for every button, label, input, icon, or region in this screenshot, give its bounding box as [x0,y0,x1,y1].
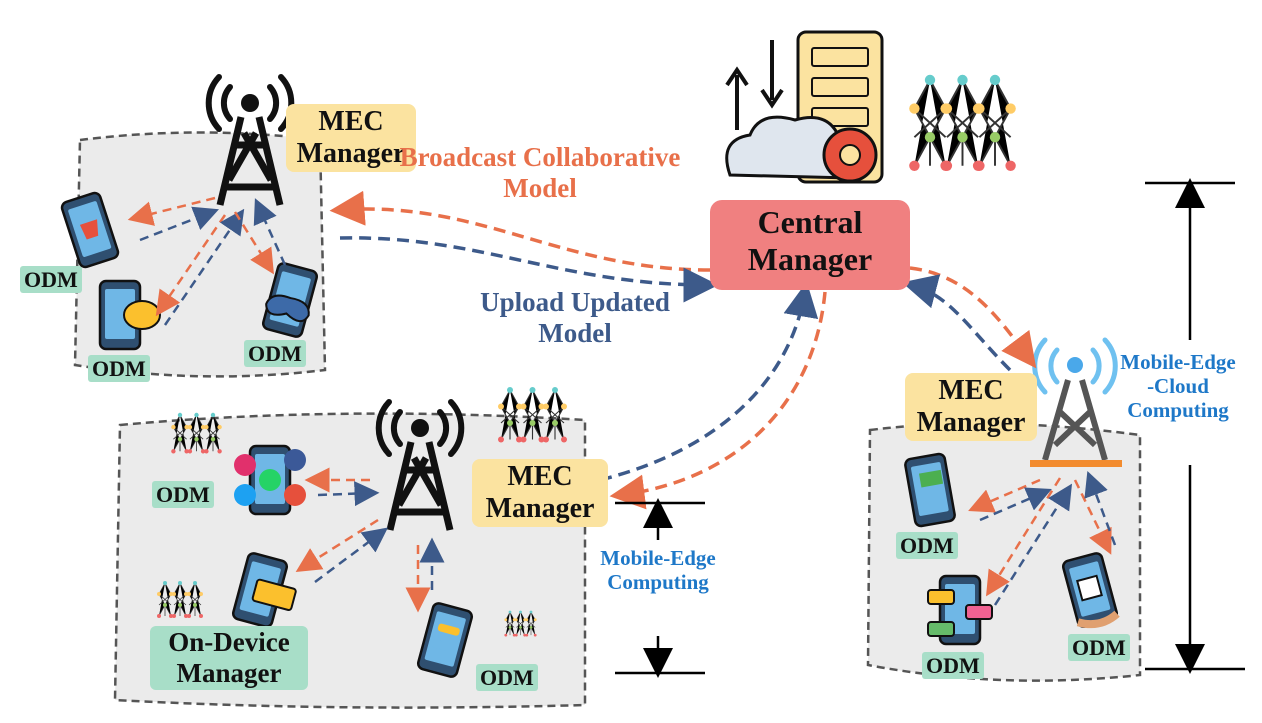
gamepad-phone-icon [260,260,320,340]
odm-label-shopping: ODM [20,266,82,294]
tower-icon-right [1030,337,1122,467]
social-apps-phone-icon [234,444,306,516]
mec-manager-label-top-left: MEC Manager [286,104,416,173]
broadcast-label: Broadcast Collaborative Model [399,142,681,204]
broadcast-arrow-bottom [609,291,827,510]
local-links-bottom-left [295,467,445,613]
profile-phone-icon [230,550,297,630]
upload-label: Upload Updated Model [480,287,670,349]
code-tablet-icon [903,451,957,529]
local-links-right [968,470,1117,606]
mobile-edge-range-bracket [615,498,705,678]
chat-bubbles-phone-icon [927,574,993,646]
odm-label-chat-bubbles: ODM [922,652,984,680]
mobile-edge-computing-label: Mobile-Edge Computing [600,546,716,595]
odm-label-qr-scan: ODM [1068,634,1130,662]
shopping-phone-icon [59,190,121,270]
mec-manager-label-right: MEC Manager [905,373,1037,442]
central-manager-box: Central Manager [710,200,910,290]
odm-label-social: ODM [152,481,214,509]
broadcast-arrow-right [909,266,1037,369]
local-links-top-left [127,196,287,326]
mec-manager-label-bottom-left: MEC Manager [472,459,608,528]
upload-arrow-top [339,236,719,303]
mobile-edge-cloud-range-bracket [1145,178,1245,674]
odm-label-messaging: ODM [476,664,538,692]
odm-label-code-tablet: ODM [896,532,958,560]
server-cloud-icon [725,30,884,184]
on-device-manager-label: On-Device Manager [150,626,308,691]
odm-label-gamepad: ODM [244,340,306,368]
broadcast-arrow-top [329,190,711,272]
mobile-edge-cloud-computing-label: Mobile-Edge -Cloud Computing [1120,350,1236,423]
upload-arrow-right [901,274,1012,372]
odm-label-chat: ODM [88,355,150,383]
neural-network-icon-large [908,73,1017,172]
messaging-phone-icon [415,600,475,680]
upload-arrow-bottom [599,281,819,482]
qr-scan-phone-icon [1060,550,1120,630]
